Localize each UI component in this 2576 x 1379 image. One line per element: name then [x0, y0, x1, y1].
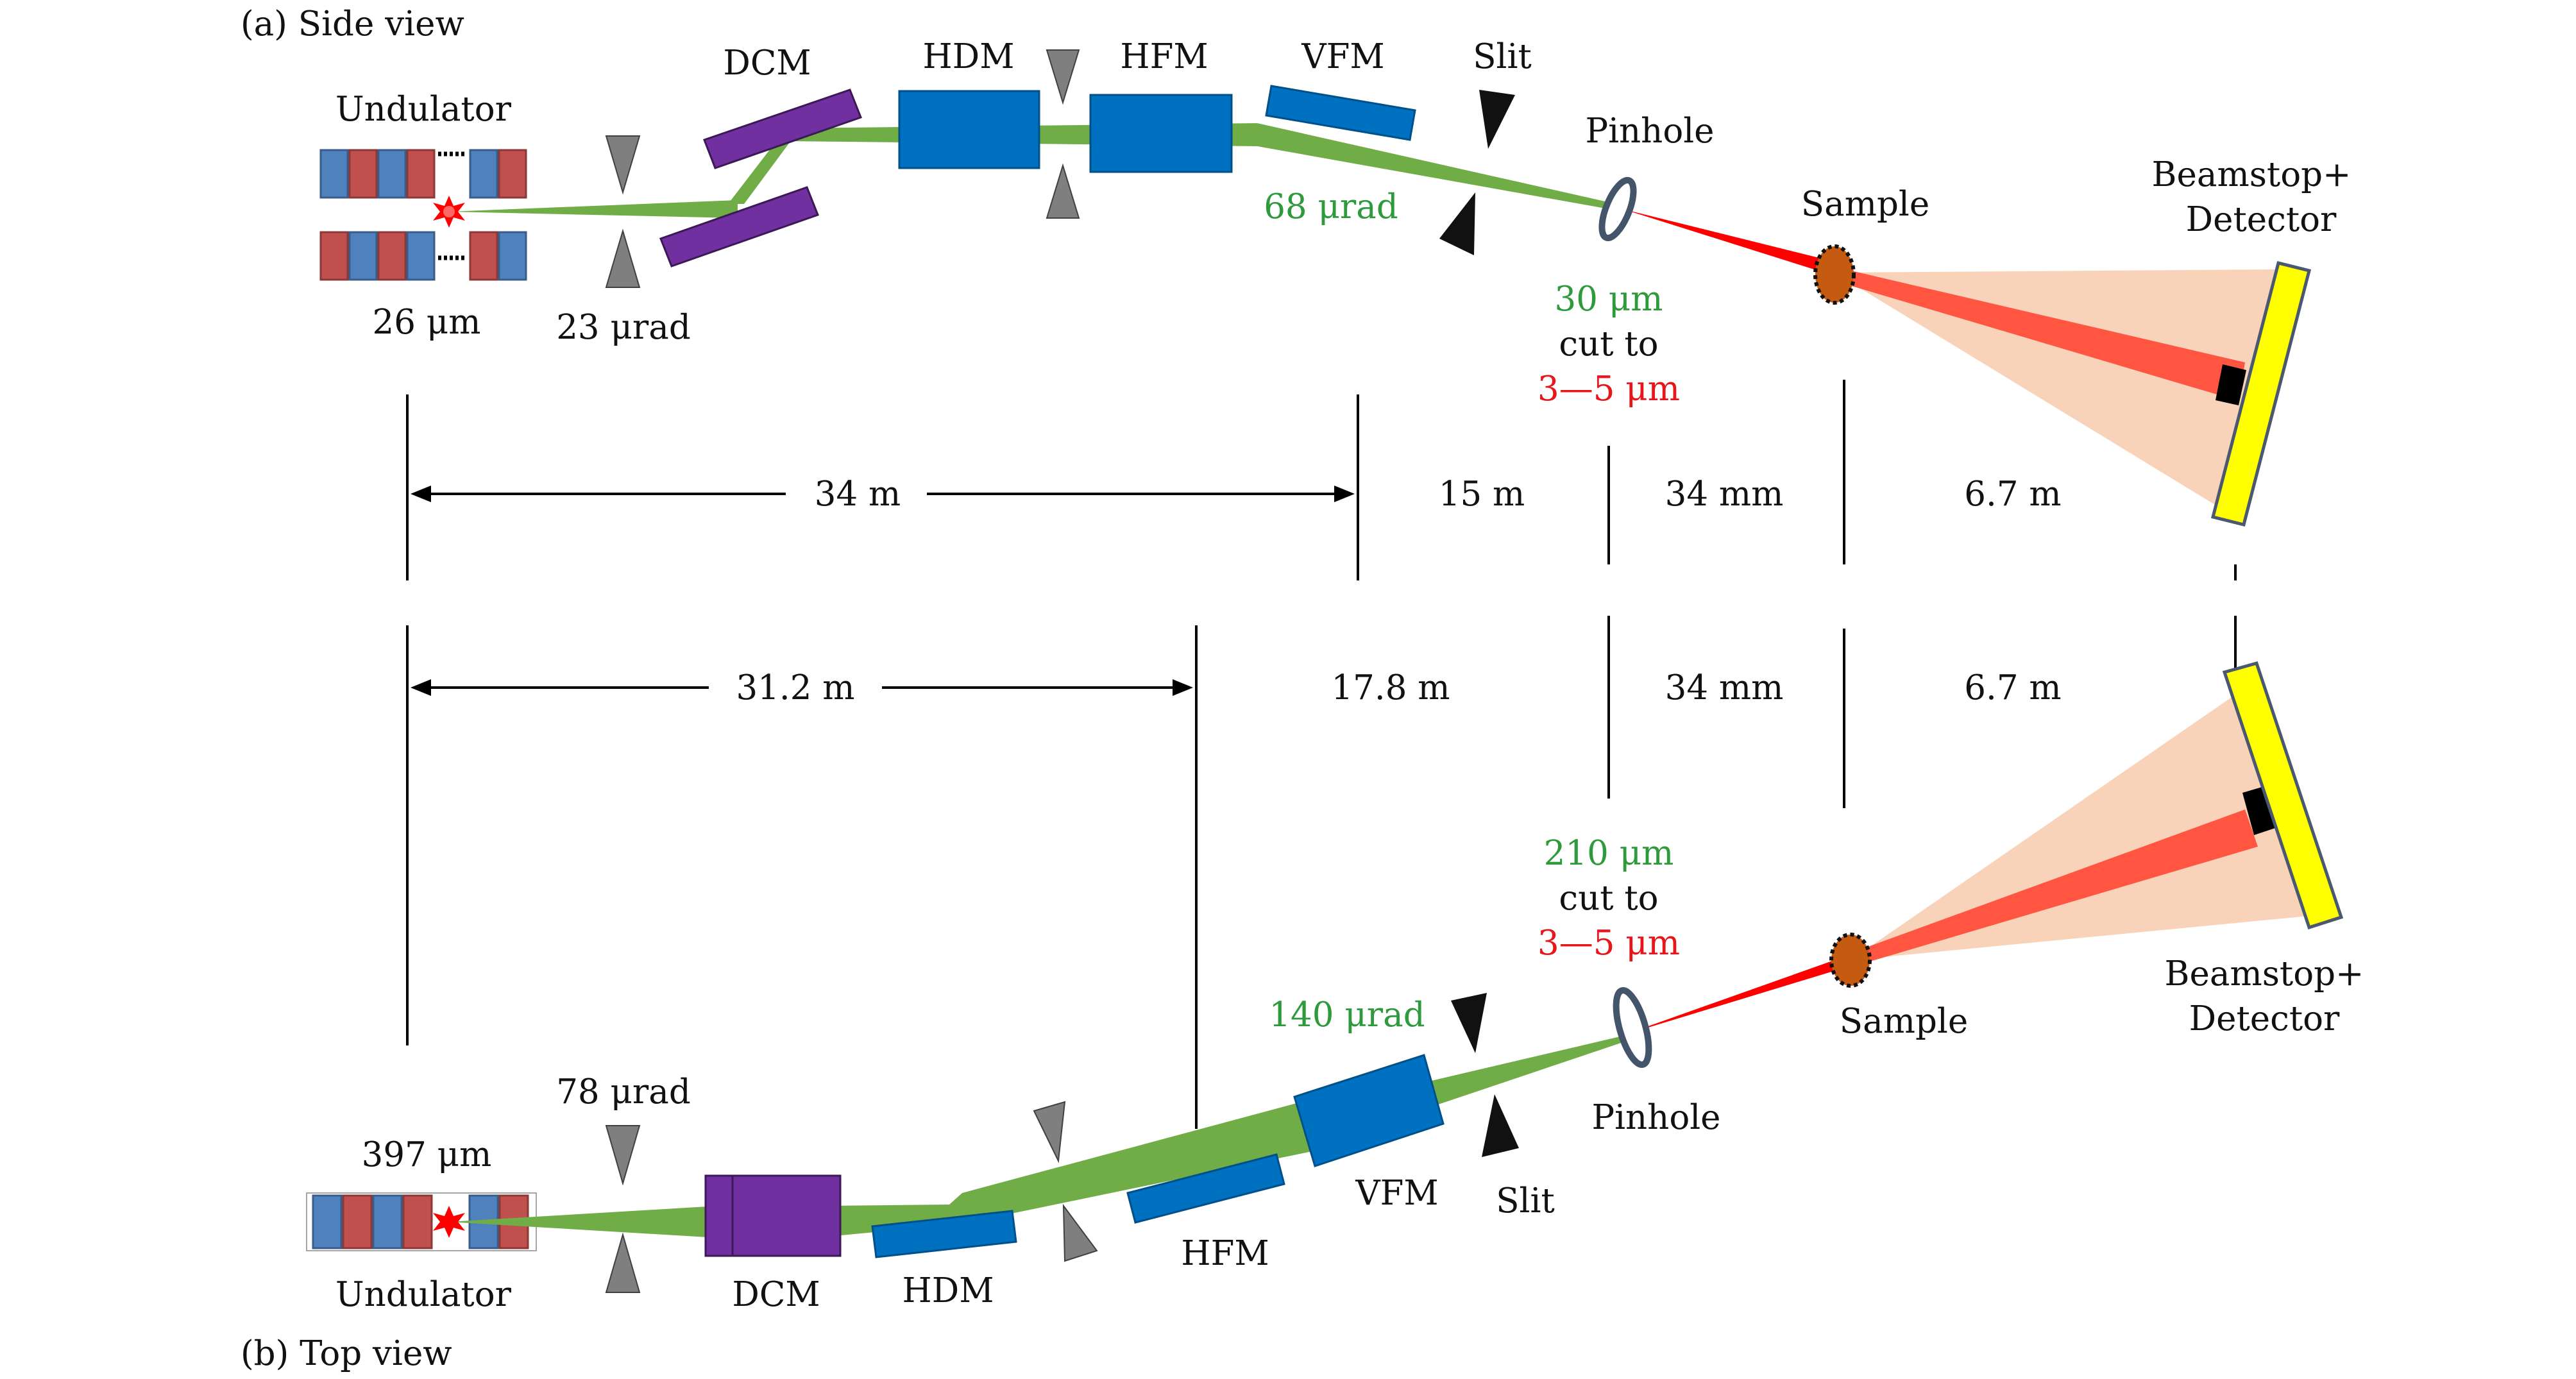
side-pinhole: [1598, 176, 1637, 242]
side-vfm-label: VFM: [1301, 37, 1384, 76]
side-hdm: [898, 90, 1040, 169]
top-slit-label: Slit: [1496, 1181, 1555, 1221]
side-hfm-label: HFM: [1120, 37, 1208, 76]
top-sample-label: Sample: [1840, 1002, 1968, 1041]
side-hfm: [1089, 94, 1233, 173]
side-source-star-icon: [433, 196, 465, 228]
side-dist-1: 34 m: [815, 475, 901, 514]
top-dist-2: 17.8 m: [1331, 668, 1450, 707]
side-divergence-label: 23 μrad: [556, 308, 691, 347]
top-aperture-bottom-icon: [605, 1232, 641, 1293]
side-slit-bottom-icon: [1046, 163, 1080, 219]
side-aperture-bottom-icon: [605, 228, 641, 288]
top-hdm: [871, 1210, 1017, 1258]
top-direct-beam: [1851, 809, 2258, 967]
top-hfm-label: HFM: [1181, 1234, 1269, 1273]
side-aperture-top-icon: [605, 135, 641, 195]
top-pinhole-label: Pinhole: [1591, 1098, 1720, 1137]
side-direct-beam: [1835, 267, 2245, 401]
top-pinhole: [1613, 987, 1652, 1068]
side-sample-label: Sample: [1801, 185, 1929, 224]
top-detector-label: Detector: [2189, 999, 2340, 1038]
side-detector-label: Detector: [2186, 200, 2337, 239]
top-aperture-top-icon: [605, 1125, 641, 1186]
side-source-size-label: 26 μm: [373, 303, 481, 342]
top-cut-to-label: cut to: [1559, 879, 1658, 918]
side-beamstop-label: Beamstop+: [2152, 155, 2351, 194]
side-hdm-label: HDM: [923, 37, 1015, 76]
top-source-star-icon: [433, 1206, 465, 1238]
top-dist-3: 34 mm: [1665, 668, 1784, 707]
top-cut-size-label: 3—5 μm: [1538, 924, 1680, 963]
top-dist-4: 6.7 m: [1964, 668, 2061, 707]
top-beam: [449, 954, 1851, 1238]
side-beamstop: [2216, 364, 2246, 405]
side-slit-top-icon: [1046, 49, 1080, 105]
side-undulator-label: Undulator: [335, 90, 512, 129]
top-vfm: [1293, 1054, 1445, 1167]
side-slit-upper-icon: [1479, 90, 1515, 149]
side-slit-lower-icon: [1439, 192, 1475, 255]
side-scatter-fan: [1835, 269, 2276, 507]
side-dist-2: 15 m: [1439, 475, 1525, 514]
side-undulator: [319, 149, 527, 281]
side-beam-size-label: 30 μm: [1555, 280, 1663, 319]
top-beamstop-label: Beamstop+: [2165, 954, 2364, 994]
side-sample: [1813, 244, 1856, 305]
top-beam-size-label: 210 μm: [1544, 834, 1674, 873]
side-dcm: [659, 89, 862, 267]
top-view-panel: 397 μm 78 μrad Undulator DCM HDM HFM VFM…: [241, 661, 2364, 1373]
side-detector: [2210, 260, 2312, 527]
top-sample: [1829, 933, 1872, 988]
side-slit-label: Slit: [1473, 37, 1532, 76]
top-dist-1: 31.2 m: [736, 668, 854, 707]
side-dist-4: 6.7 m: [1964, 475, 2061, 514]
top-slit-upper-icon: [1451, 993, 1487, 1053]
side-view-panel: (a) Side view: [241, 4, 2351, 527]
top-dcm: [704, 1174, 842, 1257]
top-hfm: [1126, 1153, 1285, 1224]
top-undulator-label: Undulator: [335, 1275, 512, 1314]
side-convergence-label: 68 μrad: [1264, 187, 1398, 226]
top-dcm-label: DCM: [732, 1275, 820, 1314]
side-vfm: [1265, 85, 1416, 141]
side-pinhole-label: Pinhole: [1585, 112, 1714, 151]
top-vfm-label: VFM: [1355, 1174, 1438, 1213]
top-convergence-label: 140 μrad: [1269, 995, 1425, 1035]
top-slit-bottom-icon: [1062, 1203, 1098, 1262]
side-dcm-label: DCM: [723, 44, 811, 83]
top-view-label: (b) Top view: [241, 1334, 452, 1373]
top-beamstop: [2242, 786, 2277, 835]
side-view-label: (a) Side view: [241, 4, 464, 44]
distance-markers: 34 m 15 m 34 mm 6.7 m 31.2 m 17.8 m 34 m…: [406, 380, 2237, 1129]
top-source-size-label: 397 μm: [362, 1135, 492, 1174]
top-slit-lower-icon: [1482, 1094, 1519, 1157]
top-slit-top-icon: [1033, 1101, 1066, 1163]
top-divergence-label: 78 μrad: [556, 1072, 691, 1112]
top-hdm-label: HDM: [902, 1271, 994, 1310]
side-cut-size-label: 3—5 μm: [1538, 369, 1680, 409]
side-dist-3: 34 mm: [1665, 475, 1784, 514]
top-detector: [2222, 661, 2344, 930]
top-scatter-fan: [1851, 696, 2309, 960]
side-cut-to-label: cut to: [1559, 325, 1658, 364]
